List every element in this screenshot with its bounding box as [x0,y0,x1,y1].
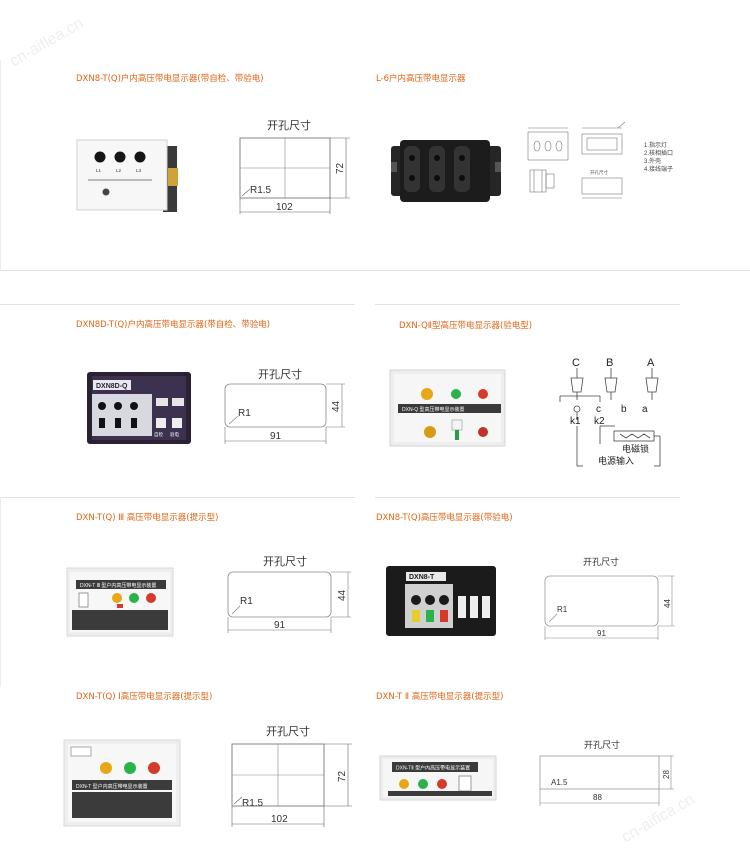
item-5-cutout-title: 开孔尺寸 [263,554,307,568]
item-5-radius: R1 [240,596,253,607]
item-6-cutout-title: 开孔尺寸 [583,556,619,567]
item-2-legend-3: 3.外壳 [644,157,661,165]
item-6-title: DXN8-T(Q)高压带电显示器(带验电) [376,513,513,523]
row-divider-2b [375,304,680,305]
item-3-title: DXN8D-T(Q)户内高压带电显示器(带自检、带验电) [76,320,271,330]
item-2-title: L-6户内高压带电显示器 [376,74,466,84]
item-2-legend-1: 1.指示灯 [644,141,667,149]
item-4-low-b: b [621,404,627,415]
item-7-caption: DXN-T 型户内高压带电显示装置 [76,783,148,790]
row-divider-3b [375,497,680,498]
item-1-label-l1: L1 [96,168,102,173]
item-5-title: DXN-T(Q) Ⅲ 高压带电显示器(提示型) [76,513,219,523]
left-edge-1 [0,60,1,270]
item-2-tech-drawing [527,121,626,199]
item-7-title: DXN-T(Q) Ⅰ高压带电显示器(提示型) [76,692,213,702]
item-7-cutout-drawing: 开孔尺寸 72 102 R1.5 [231,724,352,827]
item-2-legend: 1.指示灯 2.核相插口 3.外壳 4.接线端子 [644,141,673,173]
item-2-drawing-note: 开孔尺寸 [590,169,608,176]
item-7-height: 72 [337,770,348,782]
item-3-cutout-title: 开孔尺寸 [258,367,302,381]
item-6-height: 44 [663,599,672,608]
item-5-height: 44 [337,589,348,601]
item-4-phase-b: B [606,357,613,369]
item-2-legend-4: 4.接线端子 [644,165,673,173]
item-4-low-a: a [642,404,648,415]
item-3-brand: DXN8D-Q [96,383,128,390]
item-4-circuit [559,368,661,467]
item-1-device: L1 L2 L3 [76,139,178,212]
item-4-caption: DXN-Q 型高压带电显示装置 [402,406,465,413]
item-3-device: DXN8D-Q 自检 验电 [87,372,191,444]
item-1-cutout-title: 开孔尺寸 [267,118,311,132]
row-divider-2a [0,304,355,305]
item-4-title: DXN-QⅡ型高压带电显示器(验电型) [399,321,533,331]
item-2-device [391,140,501,202]
item-5-width: 91 [274,620,286,631]
item-7-width: 102 [271,814,288,825]
row-divider-3a [0,497,355,498]
left-edge-2 [0,497,1,687]
item-8-radius: A1.5 [551,778,568,787]
item-1-height: 72 [335,162,346,174]
item-1-title: DXN8-T(Q)户内高压带电显示器(带自检、带验电) [76,74,264,84]
item-5-caption: DXN-T Ⅲ 型户内高压带电显示装置 [80,582,156,589]
item-4-k1: k1 [570,416,581,427]
item-3-btn-2: 验电 [170,431,179,438]
item-8-caption: DXN-TⅡ 型户内高压带电显示装置 [396,765,470,772]
item-3-width: 91 [270,431,282,442]
item-4-power-label: 电源输入 [598,455,634,466]
item-8-cutout-drawing: 开孔尺寸 28 88 A1.5 [539,739,674,806]
item-3-radius: R1 [238,408,251,419]
item-1-label-l2: L2 [116,168,122,173]
item-6-brand: DXN8-T [409,574,435,581]
item-6-device: DXN8-T [386,566,496,636]
item-1-radius: R1.5 [250,185,272,196]
item-8-title: DXN-T Ⅱ 高压带电显示器(提示型) [376,692,504,702]
item-8-device: DXN-TⅡ 型户内高压带电显示装置 [379,755,497,801]
item-4-phase-a: A [647,357,655,369]
item-6-radius: R1 [557,605,568,614]
item-7-radius: R1.5 [242,798,264,809]
item-4-low-c: c [596,404,601,415]
item-2-legend-2: 2.核相插口 [644,149,673,157]
item-8-height: 28 [662,770,671,779]
item-5-device: DXN-T Ⅲ 型户内高压带电显示装置 [66,567,174,637]
item-3-height: 44 [331,400,342,412]
item-6-width: 91 [597,629,606,638]
item-7-cutout-title: 开孔尺寸 [266,724,310,738]
item-4-phase-c: C [572,357,580,369]
item-8-cutout-title: 开孔尺寸 [584,739,620,750]
item-5-cutout-drawing: 开孔尺寸 44 91 R1 [227,554,351,633]
item-3-cutout-drawing: 开孔尺寸 44 91 R1 [224,367,345,444]
item-6-cutout-drawing: 开孔尺寸 44 91 R1 [544,556,675,640]
item-4-device: DXN-Q 型高压带电显示装置 [389,369,506,447]
item-1-label-l3: L3 [136,168,142,173]
item-8-width: 88 [593,793,602,802]
row-divider-1 [0,270,750,271]
item-3-btn-1: 自检 [154,431,163,438]
item-7-device: DXN-T 型户内高压带电显示装置 [63,739,181,827]
item-4-lock-label: 电磁锁 [622,443,649,454]
item-1-width: 102 [276,202,293,213]
item-4-k2: k2 [594,416,605,427]
item-1-cutout-drawing: 开孔尺寸 72 102 R1.5 [239,118,350,214]
